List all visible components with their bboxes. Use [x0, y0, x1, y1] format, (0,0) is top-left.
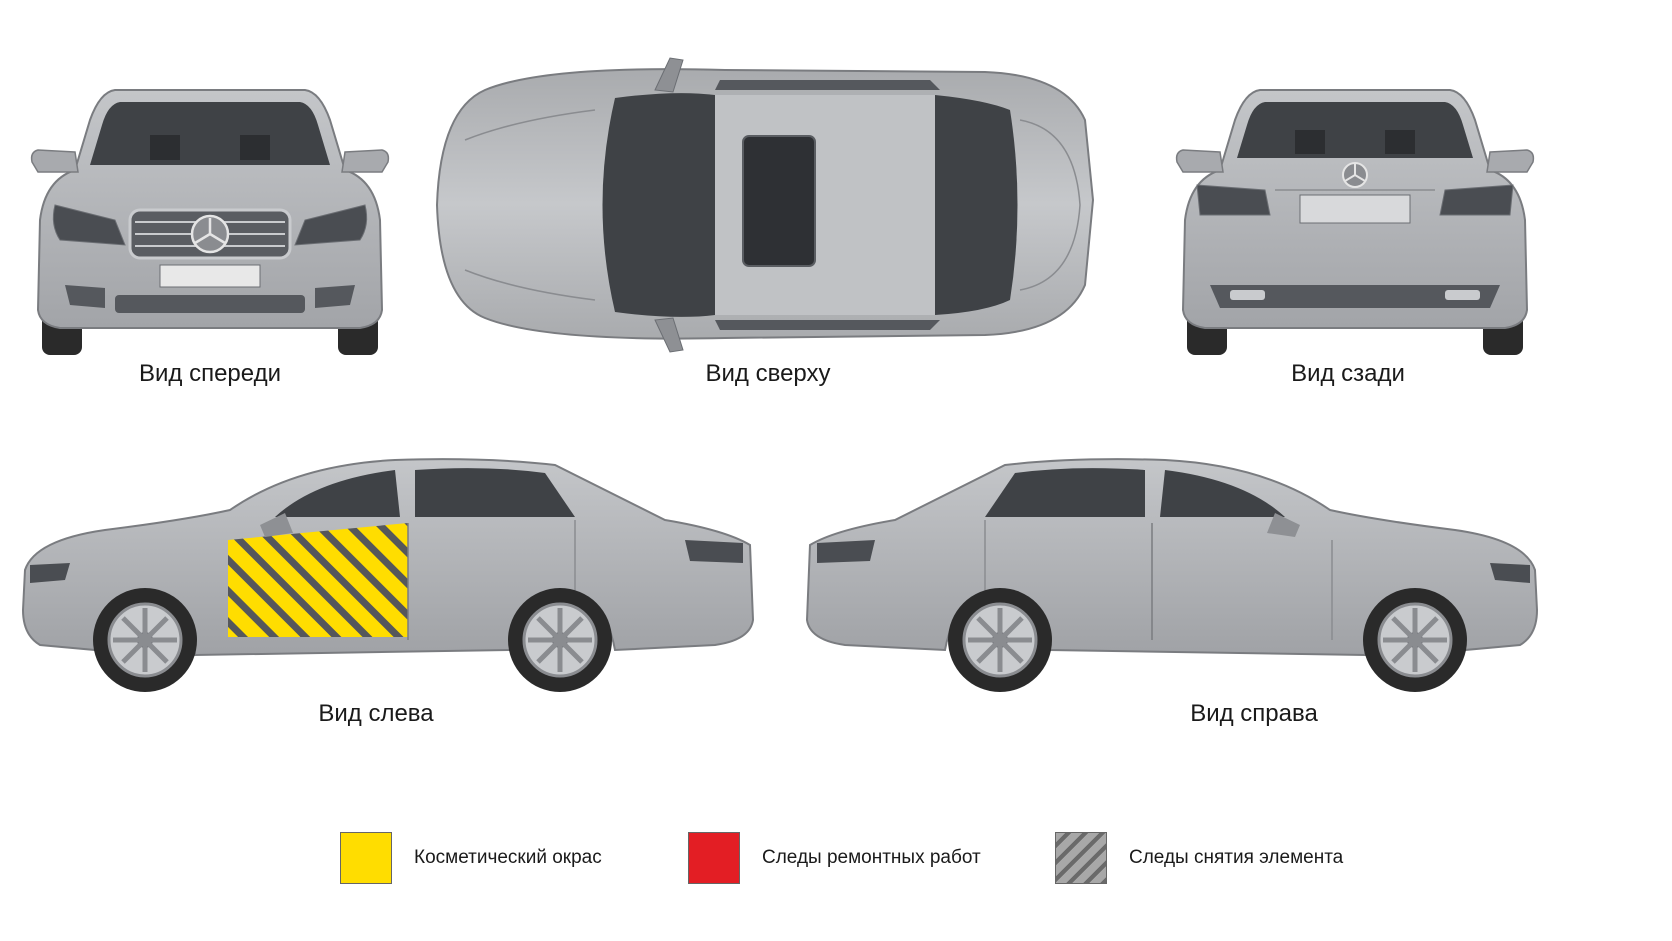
legend-item-element-removal: Следы снятия элемента — [1055, 832, 1343, 884]
left-view-car — [21, 458, 755, 692]
marked-front-door — [228, 523, 408, 637]
legend-swatch-yellow — [340, 832, 392, 884]
front-view-car — [30, 89, 390, 355]
right-view-car — [805, 458, 1539, 692]
caption-top-view: Вид сверху — [705, 360, 831, 387]
legend-item-cosmetic-paint: Косметический окрас — [340, 832, 602, 884]
left-view — [15, 445, 760, 700]
legend-swatch-hatched — [1055, 832, 1107, 884]
caption-front-view: Вид спереди — [138, 360, 281, 387]
front-view — [20, 80, 400, 360]
rear-view-car — [1175, 89, 1535, 355]
legend-swatch-red — [688, 832, 740, 884]
legend-label: Следы ремонтных работ — [762, 847, 981, 868]
rear-view — [1165, 80, 1545, 360]
legend-item-repair-traces: Следы ремонтных работ — [688, 832, 981, 884]
caption-right-view: Вид справа — [1190, 700, 1318, 727]
top-view — [425, 50, 1115, 360]
legend-label: Косметический окрас — [414, 847, 602, 868]
caption-left-view: Вид слева — [318, 700, 434, 727]
top-view-car — [435, 57, 1095, 353]
right-view — [800, 445, 1545, 700]
legend-label: Следы снятия элемента — [1129, 847, 1344, 868]
caption-rear-view: Вид сзади — [1291, 360, 1405, 387]
